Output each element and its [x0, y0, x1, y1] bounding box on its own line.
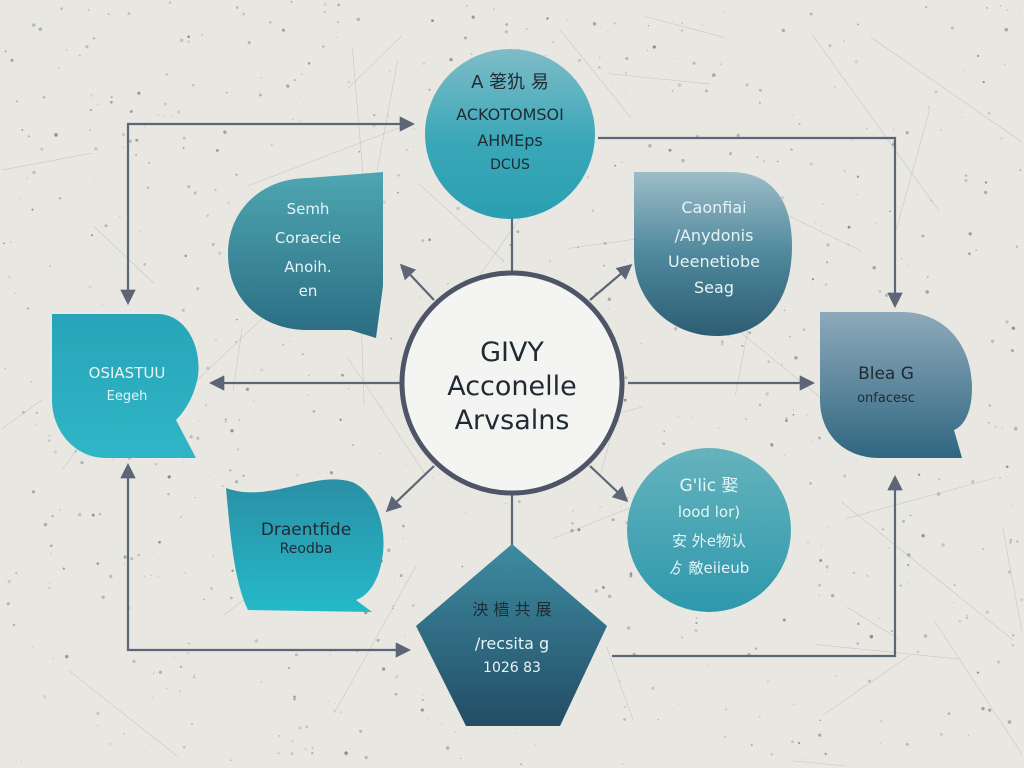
node-right-line-1: Blea G	[858, 364, 914, 384]
node-left-shape	[52, 314, 199, 458]
node-left-label: OSIASTUU Eegeh	[62, 364, 192, 405]
connector-top-loop-right	[598, 136, 903, 309]
node-lower-right-line-3: 安 外e物认	[672, 532, 746, 550]
node-lower-right-line-1: G'lic 娶	[679, 476, 739, 496]
center-hub-label: GIVY Acconelle Arvsalns	[412, 336, 612, 437]
connector-left-loop-bottom	[120, 462, 412, 658]
connector-right-loop-bottom	[612, 474, 903, 658]
node-upper-left-line-3: Anoih.	[284, 257, 332, 276]
node-top-label: A 䇭犰 易 ACKOTOMSOI AHMEps DCUS	[430, 72, 590, 174]
node-right-shape	[820, 312, 972, 458]
node-bottom-line-3: 1026 83	[483, 660, 541, 676]
node-top-shape	[425, 49, 595, 219]
connector-center-lower-left	[385, 465, 435, 513]
node-lower-left-line-2: Reodba	[279, 541, 333, 558]
connector-center-upper-right	[589, 264, 633, 301]
node-top-line-2: ACKOTOMSOI	[456, 104, 564, 124]
center-line-1: GIVY	[480, 337, 544, 368]
node-lower-left-line-1: Draentfide	[260, 520, 352, 540]
node-upper-right-label: Caonfiai /Anydonis Ueenetiobe Seag	[644, 198, 784, 298]
node-top-line-4: DCUS	[490, 156, 530, 173]
node-upper-right-shape	[634, 172, 792, 336]
center-line-2: Acconelle	[447, 370, 577, 402]
node-lower-right-label: G'lic 娶 lood lor) 安 外e物认 ゟ 敵eiieub	[638, 476, 780, 578]
connector-top-loop-left	[120, 116, 416, 306]
node-upper-right-line-3: Ueenetiobe	[668, 252, 760, 271]
node-upper-left-line-2: Coraecie	[275, 228, 341, 247]
node-lower-right-shape	[627, 448, 791, 612]
node-upper-right-line-1: Caonfiai	[681, 198, 747, 217]
node-top-line-1: A 䇭犰 易	[471, 72, 549, 93]
node-upper-right-line-2: /Anydonis	[674, 226, 754, 245]
node-bottom-shape	[416, 544, 607, 726]
node-bottom-line-1: 泱 樯 共 展	[472, 600, 552, 619]
center-hub-shape	[399, 270, 625, 496]
connector-center-upper-left	[399, 263, 435, 301]
node-left-line-1: OSIASTUU	[88, 364, 166, 382]
node-right-label: Blea G onfacesc	[826, 364, 946, 408]
node-upper-right-line-4: Seag	[694, 278, 734, 297]
node-upper-left-line-4: en	[298, 282, 318, 301]
node-top-line-3: AHMEps	[477, 130, 543, 150]
node-lower-left-label: Draentfide Reodba	[236, 520, 376, 559]
node-upper-left-label: Semh Coraecie Anoih. en	[248, 200, 368, 301]
node-lower-left-shape	[226, 479, 384, 612]
node-lower-right-line-2: lood lor)	[677, 503, 741, 522]
connector-center-lower-right	[589, 465, 629, 503]
node-upper-left-shape	[228, 172, 383, 338]
node-left-line-2: Eegeh	[106, 388, 148, 404]
connectors	[120, 116, 903, 658]
node-lower-right-line-4: ゟ 敵eiieub	[668, 558, 750, 577]
node-upper-left-line-1: Semh	[286, 200, 330, 218]
node-bottom-line-2: /recsita g	[474, 634, 550, 653]
node-right-line-2: onfacesc	[857, 391, 915, 407]
node-bottom-label: 泱 樯 共 展 /recsita g 1026 83	[442, 600, 582, 678]
center-line-3: Arvsalns	[454, 404, 570, 436]
